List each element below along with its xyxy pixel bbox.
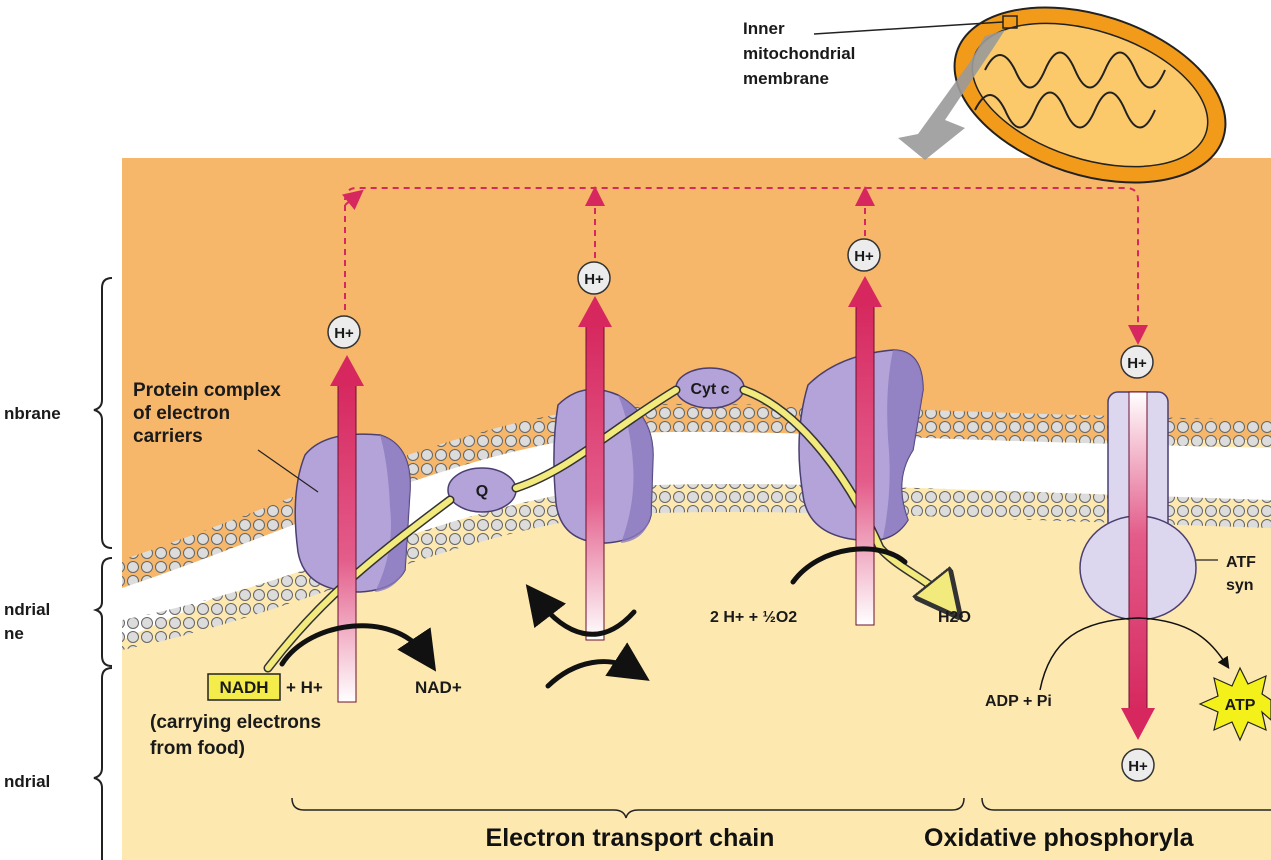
proton-label-5: H+ (1128, 758, 1148, 775)
proton-ion-1: H+ (328, 316, 360, 348)
q-label: Q (476, 483, 488, 500)
oxygen-reaction-label: 2 H+ + ½O2 (710, 609, 797, 626)
nad-plus-label: NAD+ (415, 678, 462, 697)
proton-label-3: H+ (854, 248, 874, 265)
carrying-electrons-line-2: from food) (150, 738, 245, 759)
callout-line-3: membrane (743, 69, 829, 88)
protein-complex-line-2: of electron (133, 403, 230, 424)
atp-synthase-label-2: syn (1226, 577, 1254, 594)
callout-line-2: mitochondrial (743, 44, 855, 63)
protein-complex-line-1: Protein complex (133, 380, 281, 401)
label-mito-2: ne (4, 624, 24, 643)
label-matrix: ndrial (4, 772, 50, 791)
inner-membrane-callout: Inner mitochondrial membrane (743, 19, 855, 88)
cyt-c-label: Cyt c (690, 381, 729, 398)
proton-label-2: H+ (584, 271, 604, 288)
atp-label: ATP (1225, 697, 1256, 714)
label-membrane: nbrane (4, 404, 61, 423)
nadh-label: NADH (219, 678, 268, 697)
proton-ion-4: H+ (1121, 346, 1153, 378)
carrying-electrons-line-1: (carrying electrons (150, 712, 321, 733)
nadh-plus-h: + H+ (286, 678, 323, 697)
label-mito-1: ndrial (4, 600, 50, 619)
atp-synthase-label-1: ATF (1226, 554, 1256, 571)
adp-pi-label: ADP + Pi (985, 693, 1052, 710)
proton-label-4: H+ (1127, 355, 1147, 372)
proton-ion-3: H+ (848, 239, 880, 271)
proton-ion-2: H+ (578, 262, 610, 294)
proton-ion-5: H+ (1122, 749, 1154, 781)
electron-transport-chain-label: Electron transport chain (486, 824, 775, 852)
region-braces (94, 278, 112, 860)
proton-label-1: H+ (334, 325, 354, 342)
protein-complex-line-3: carriers (133, 426, 203, 447)
oxidative-phosphorylation-label: Oxidative phosphoryla (924, 824, 1195, 852)
water-label: H2O (938, 609, 971, 626)
callout-line-1: Inner (743, 19, 785, 38)
